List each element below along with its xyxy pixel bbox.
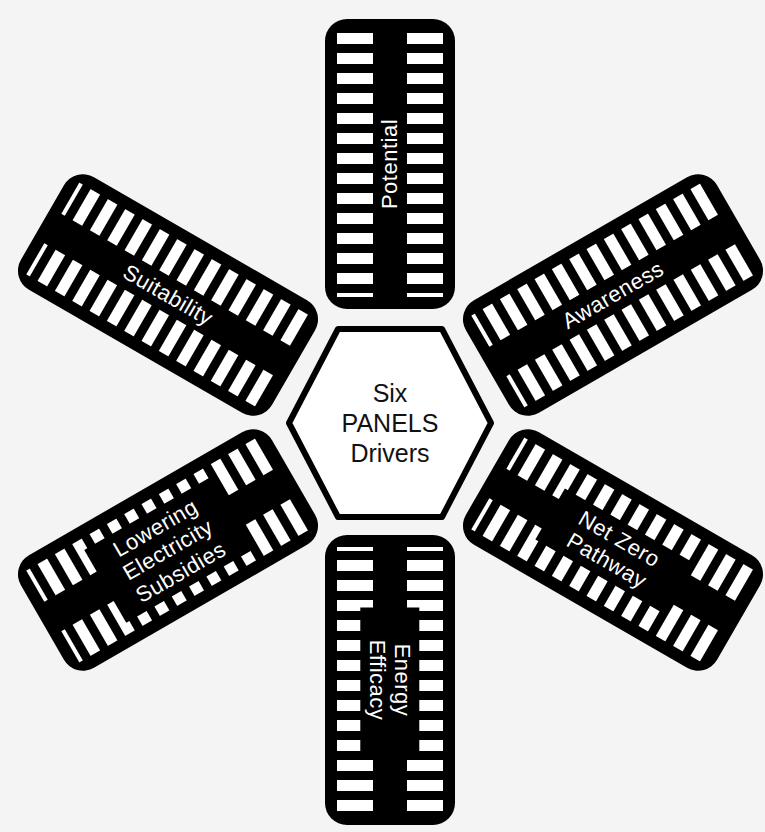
hexagon-hub: Six PANELS Drivers <box>285 325 495 521</box>
solar-panel-box: Awareness <box>455 166 765 424</box>
solar-panel-box: Net Zero Pathway <box>455 421 765 679</box>
panel-label: Potential <box>373 109 406 219</box>
solar-panel-box: Suitability <box>10 166 326 424</box>
hub-label: Six PANELS Drivers <box>338 378 443 468</box>
cell-stripes <box>465 427 760 673</box>
solar-panel-box: Lowering Electricity Subsidies <box>10 421 326 679</box>
cell-stripes <box>20 427 315 673</box>
solar-panel-box: Energy Efficacy <box>325 535 455 825</box>
hexagon-shape <box>289 329 491 517</box>
panel-label: Energy Efficacy <box>361 608 420 753</box>
cell-stripes <box>465 172 760 418</box>
cell-stripes <box>20 172 315 418</box>
solar-panel-box: Potential <box>325 19 455 309</box>
cell-stripes <box>325 547 455 813</box>
cell-stripes <box>325 31 455 297</box>
